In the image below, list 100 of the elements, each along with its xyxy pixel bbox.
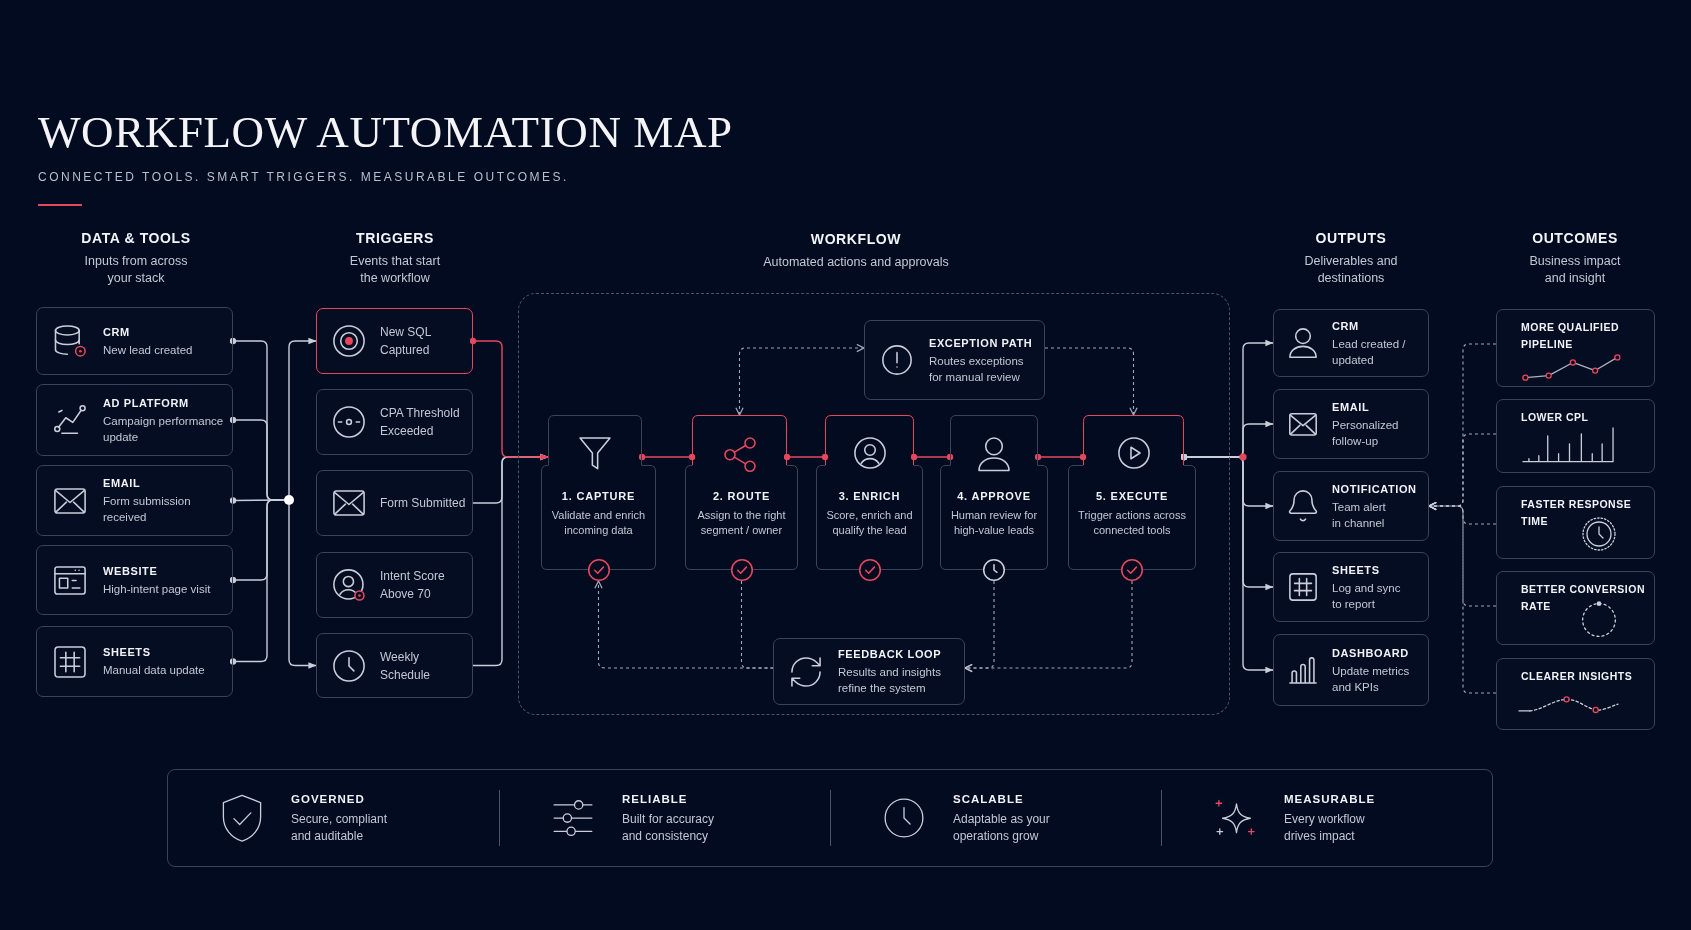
- outcome-card: [1496, 658, 1655, 730]
- step-title: 2. ROUTE: [712, 489, 771, 503]
- feature-description: Secure, compliant and auditable: [291, 810, 389, 845]
- output-card: [1273, 552, 1429, 622]
- step-title: 4. APPROVE: [957, 489, 1031, 503]
- card-title: EMAIL: [103, 476, 142, 490]
- output-card: [1273, 634, 1429, 706]
- dashed-arrow: [1044, 347, 1138, 416]
- feature-title: MEASURABLE: [1284, 791, 1377, 807]
- feature-description: Adaptable as your operations grow: [953, 810, 1051, 845]
- outcome-card: [1496, 309, 1655, 387]
- connector-line: [910, 453, 954, 461]
- feature-title: SCALABLE: [953, 791, 1025, 807]
- output-card: [1273, 471, 1429, 541]
- card-description: High-intent page visit: [103, 581, 211, 597]
- feature-description: Every workflow drives impact: [1284, 810, 1366, 845]
- feature-band: [167, 769, 1493, 867]
- step-title: 3. ENRICH: [838, 489, 901, 503]
- card-description: New lead created: [103, 342, 193, 358]
- column-subheading: Events that start the workflow: [348, 253, 442, 287]
- connector-line: [229, 499, 285, 665]
- step-title: 1. CAPTURE: [561, 489, 636, 503]
- output-card: [1273, 389, 1429, 459]
- feature-title: GOVERNED: [291, 791, 366, 807]
- info-card: [864, 320, 1045, 400]
- feature-title: RELIABLE: [622, 791, 689, 807]
- card-description: New SQL Captured: [380, 324, 432, 359]
- step-description: Human review for high-value leads: [949, 508, 1039, 538]
- card-title: DASHBOARD: [1332, 645, 1410, 660]
- trigger-card: [316, 633, 473, 698]
- step-title: 5. EXECUTE: [1095, 489, 1169, 503]
- source-card: [36, 465, 233, 536]
- column-heading: OUTPUTS: [1315, 230, 1387, 247]
- card-title: CRM: [1332, 318, 1360, 333]
- step-description: Trigger actions across connected tools: [1077, 508, 1187, 538]
- outcome-card: [1496, 486, 1655, 559]
- card-title: AD PLATFORM: [103, 395, 190, 410]
- card-title: EMAIL: [1332, 399, 1371, 414]
- connector-line: [1034, 453, 1087, 461]
- source-card: [36, 545, 233, 615]
- card-title: SHEETS: [1332, 562, 1381, 577]
- dashed-arrow: [1428, 501, 1497, 694]
- arrow: [1180, 453, 1274, 674]
- card-title: SHEETS: [103, 645, 152, 659]
- outcome-title: CLEARER INSIGHTS: [1521, 669, 1633, 684]
- column-subheading: Business impact and insight: [1528, 253, 1622, 287]
- page-subtitle: CONNECTED TOOLS. SMART TRIGGERS. MEASURABLE OUTCOMES.: [38, 170, 569, 184]
- column-heading: DATA & TOOLS: [81, 230, 191, 247]
- step-description: Score, enrich and qualify the lead: [825, 508, 914, 538]
- dashed-connector: [740, 580, 774, 669]
- feature-description: Built for accuracy and consistency: [622, 810, 716, 845]
- page-title: WORKFLOW AUTOMATION MAP: [38, 106, 733, 158]
- step-description: Validate and enrich incoming data: [550, 508, 647, 538]
- column-subheading: Deliverables and destinations: [1303, 253, 1399, 287]
- trigger-card: [316, 308, 473, 374]
- card-description: Lead created / updated: [1332, 336, 1407, 368]
- arrow: [469, 337, 549, 461]
- card-title: EXCEPTION PATH: [929, 335, 1033, 350]
- card-description: Form Submitted: [380, 495, 466, 512]
- connector-line: [638, 453, 696, 461]
- source-card: [36, 626, 233, 697]
- source-card: [36, 384, 233, 456]
- section-subheading: Automated actions and approvals: [763, 254, 949, 271]
- column-subheading: Inputs from across your stack: [83, 253, 189, 287]
- card-description: Personalized follow-up: [1332, 417, 1400, 449]
- output-card: [1273, 309, 1429, 377]
- connector-line: [783, 453, 829, 461]
- card-description: Manual data update: [103, 663, 205, 678]
- card-description: Campaign performance update: [103, 413, 225, 445]
- outcome-title: FASTER RESPONSE TIME: [1521, 497, 1633, 529]
- outcome-title: MORE QUALIFIED PIPELINE: [1521, 320, 1620, 352]
- outcome-title: LOWER CPL: [1521, 410, 1589, 425]
- trigger-card: [316, 470, 473, 536]
- card-description: Form submission received: [103, 494, 192, 525]
- outcome-card: [1496, 571, 1655, 645]
- outcome-title: BETTER CONVERSION RATE: [1521, 582, 1646, 614]
- card-description: Log and sync to report: [1332, 580, 1402, 612]
- arrow: [288, 337, 317, 496]
- column-heading: OUTCOMES: [1532, 230, 1618, 247]
- trigger-card: [316, 389, 473, 455]
- step-description: Assign to the right segment / owner: [696, 508, 787, 538]
- card-description: Results and insights refine the system: [838, 665, 942, 696]
- card-description: Routes exceptions for manual review: [929, 353, 1025, 385]
- dashed-arrow: [594, 580, 774, 669]
- section-heading: WORKFLOW: [810, 231, 902, 248]
- card-description: Team alert in channel: [1332, 499, 1387, 531]
- card-description: CPA Threshold Exceeded: [380, 405, 461, 440]
- outcome-card: [1496, 399, 1655, 473]
- card-title: WEBSITE: [103, 563, 159, 578]
- card-description: Weekly Schedule: [380, 648, 432, 684]
- dashed-arrow: [735, 343, 865, 416]
- card-description: Update metrics and KPIs: [1332, 663, 1411, 695]
- info-card: [773, 638, 965, 705]
- card-title: FEEDBACK LOOP: [838, 647, 943, 661]
- column-heading: TRIGGERS: [356, 230, 434, 247]
- card-title: CRM: [103, 324, 131, 339]
- dashed-arrow: [964, 580, 1133, 673]
- card-description: Intent Score Above 70: [380, 568, 446, 603]
- source-card: [36, 307, 233, 375]
- card-title: NOTIFICATION: [1332, 481, 1417, 496]
